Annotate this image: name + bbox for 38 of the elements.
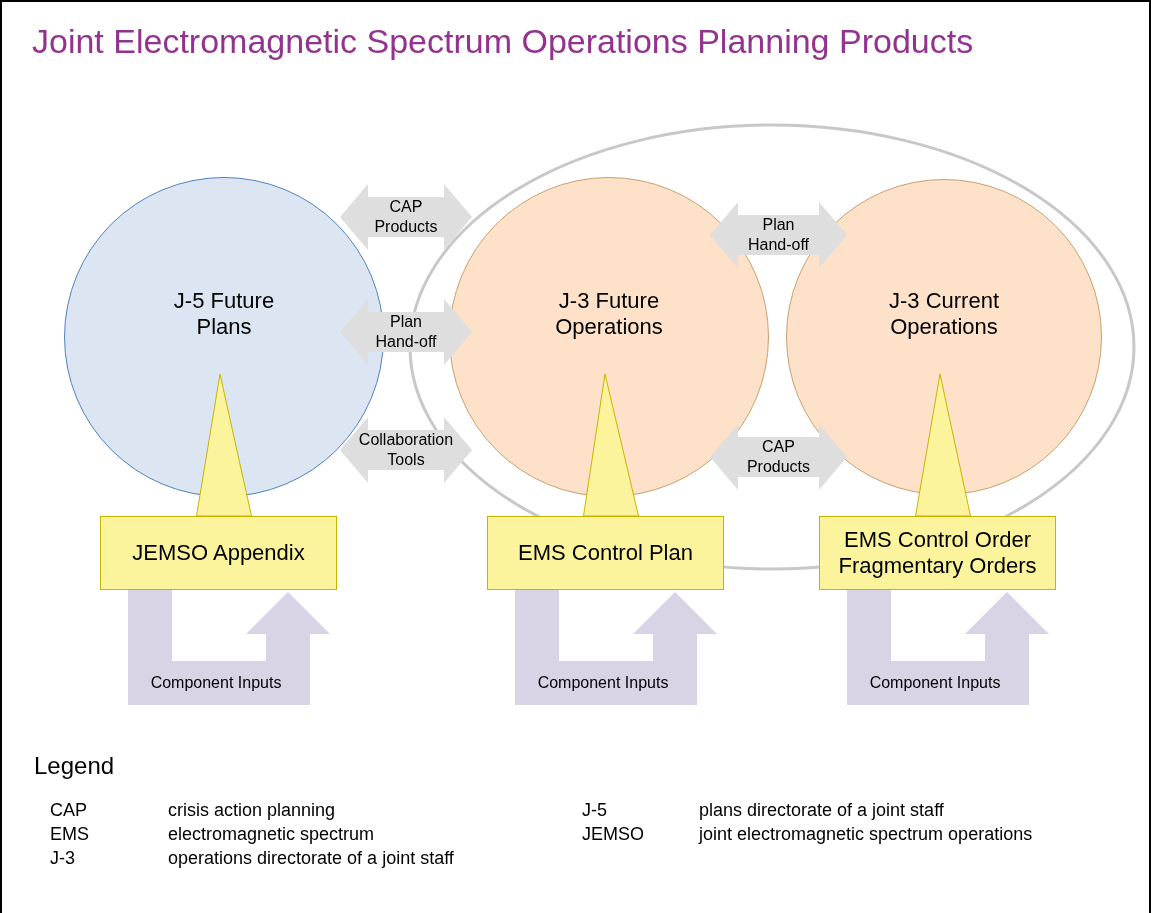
node-label: Fragmentary Orders [838, 553, 1037, 579]
node-label: EMS Control Order [843, 527, 1032, 553]
edge-label: CAP Products [745, 437, 812, 477]
legend-text: EMS [50, 824, 89, 845]
legend-text: crisis action planning [168, 800, 336, 821]
edge-label: Plan Hand-off [746, 215, 811, 255]
node-label: J-3 Future Operations [554, 288, 664, 340]
edge-label: Component Inputs [149, 673, 283, 693]
edge-label: Collaboration Tools [357, 430, 455, 470]
arrow [128, 590, 330, 705]
legend-text: J-3 [50, 848, 75, 869]
edge-label: CAP Products [373, 197, 439, 237]
arrow [847, 590, 1049, 705]
arrow [340, 417, 472, 483]
node-label: JEMSO Appendix [132, 540, 305, 566]
edge-label: Component Inputs [536, 673, 670, 693]
arrow [340, 299, 472, 365]
edge-label: Component Inputs [868, 673, 1002, 693]
edge-label: Plan Hand-off [374, 312, 438, 352]
node-label: J-5 Future Plans [172, 288, 276, 340]
legend-text: J-5 [582, 800, 607, 821]
legend-heading: Legend [34, 752, 115, 780]
arrow [710, 202, 847, 268]
arrow [710, 424, 847, 490]
legend-text: plans directorate of a joint staff [699, 800, 944, 821]
node-label: EMS Control Plan [518, 540, 693, 566]
callout-pointer [196, 373, 252, 517]
legend-text: JEMSO [582, 824, 644, 845]
legend-text: CAP [50, 800, 87, 821]
legend-text: operations directorate of a joint staff [168, 848, 454, 869]
legend-text: electromagnetic spectrum [168, 824, 375, 845]
title: Joint Electromagnetic Spectrum Operations Planning Products [32, 22, 974, 61]
callout-pointer [915, 373, 971, 517]
node-label: J-3 Current Operations [887, 288, 1000, 340]
callout-pointer [583, 373, 639, 517]
arrow [340, 184, 472, 250]
legend-text: joint electromagnetic spectrum operations [699, 824, 1033, 845]
arrow [515, 590, 717, 705]
